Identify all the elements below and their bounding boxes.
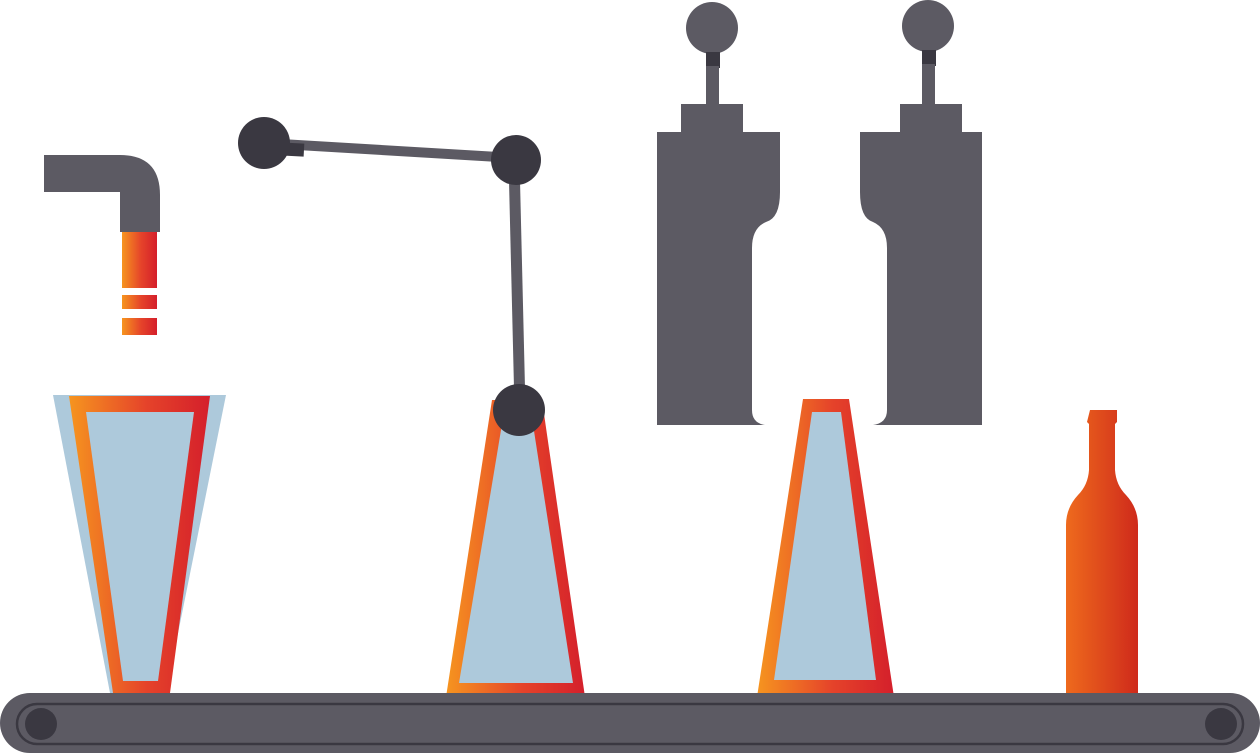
conveyor-belt-icon bbox=[0, 693, 1260, 753]
blank-mold-icon bbox=[53, 395, 226, 693]
blow-mold-right-half bbox=[860, 0, 982, 425]
pipe-elbow-icon bbox=[44, 155, 160, 232]
conveyor-roller-left bbox=[25, 708, 57, 740]
blow-mold-left-half bbox=[657, 2, 780, 425]
molten-glass-gob-icon bbox=[122, 232, 157, 335]
blow-mold-icon bbox=[657, 0, 982, 425]
parison-icon bbox=[446, 400, 585, 697]
glass-bottle-icon bbox=[1066, 410, 1138, 702]
conveyor-roller-right bbox=[1205, 708, 1237, 740]
robotic-arm-icon bbox=[238, 117, 545, 436]
parison-icon bbox=[757, 399, 894, 697]
